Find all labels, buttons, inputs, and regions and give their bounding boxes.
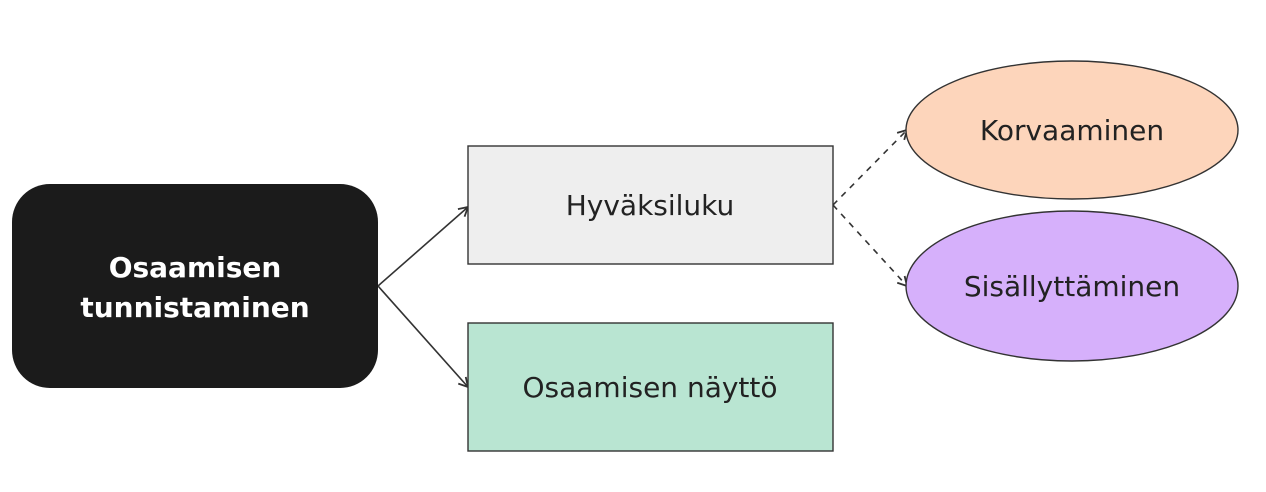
node-sisallyttaminen-label: Sisällyttäminen [964,270,1180,303]
node-korvaaminen-shape [905,60,1239,200]
node-korvaaminen-label: Korvaaminen [980,114,1164,147]
node-root-shape [12,184,378,388]
node-root-label-line2: tunnistaminen [80,291,309,324]
node-sisallyttaminen-shape [905,210,1239,362]
node-hyvaksiluku-label: Hyväksiluku [566,189,735,222]
node-hyvaksiluku-shape [467,145,834,265]
node-naytto-label: Osaamisen näyttö [522,371,777,404]
node-korvaaminen[interactable]: Korvaaminen [905,60,1239,200]
edge-hyvaksiluku-to-korvaaminen [832,128,909,206]
node-hyvaksiluku[interactable]: Hyväksiluku [467,145,834,265]
node-osaamisen-tunnistaminen[interactable]: Osaamisen tunnistaminen [12,184,378,388]
node-osaamisen-naytto[interactable]: Osaamisen näyttö [467,322,834,452]
node-sisallyttaminen[interactable]: Sisällyttäminen [905,210,1239,362]
edge-root-to-hyvaksiluku [377,205,470,287]
edge-hyvaksiluku-to-sisallyttaminen [832,204,909,288]
edge-root-to-naytto [377,285,470,389]
node-root-label-line1: Osaamisen [109,251,282,284]
node-naytto-shape [467,322,834,452]
